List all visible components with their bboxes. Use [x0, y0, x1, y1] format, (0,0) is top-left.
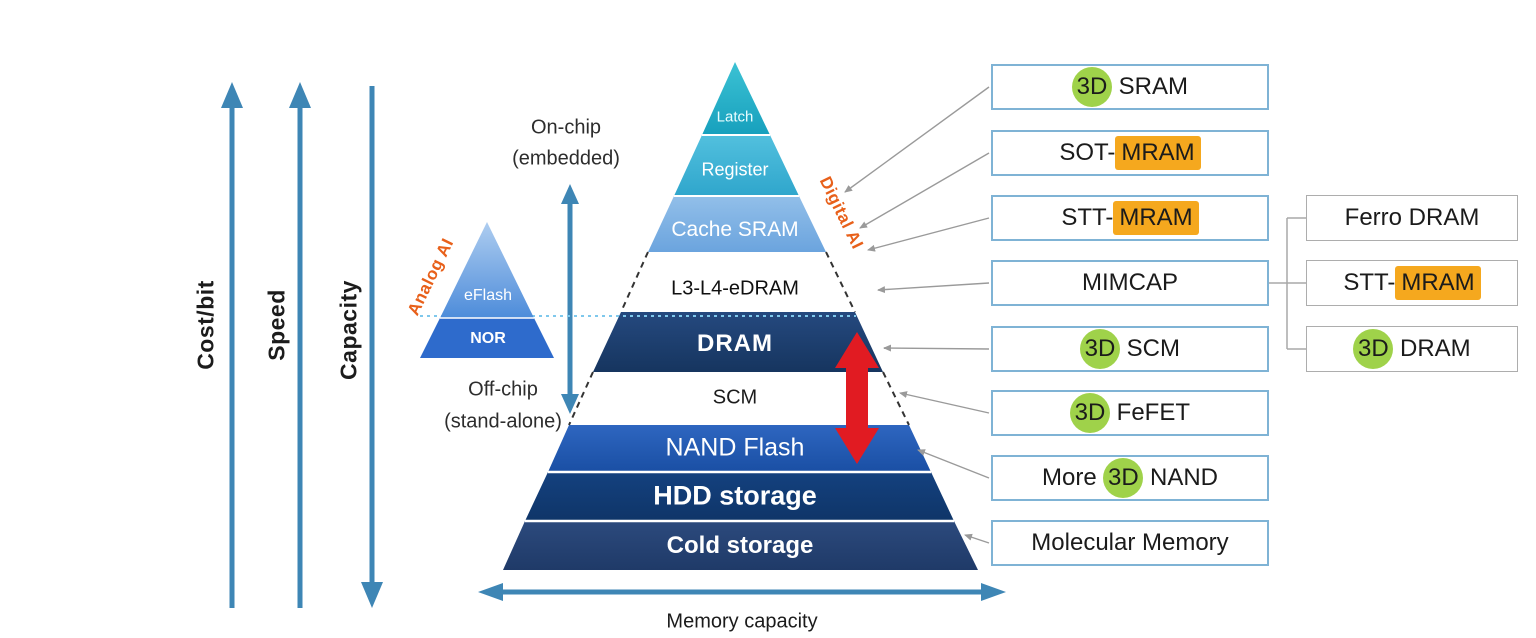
cost-axis-label: Cost/bit	[192, 280, 219, 370]
nor-layer	[420, 318, 554, 358]
callout-text: MIMCAP	[1082, 269, 1178, 296]
speed-axis-arrow	[289, 82, 311, 608]
callout-3d-scm: 3D SCM	[991, 326, 1269, 372]
callout-highlight: 3D	[1080, 329, 1120, 369]
callout-text: More	[1041, 464, 1104, 491]
callout-ferro-dram: Ferro DRAM	[1306, 195, 1518, 241]
callout-sot-mram: SOT- MRAM	[991, 130, 1269, 176]
edram-label: L3-L4-eDRAM	[671, 277, 799, 300]
memory-capacity-arrow	[478, 583, 1006, 601]
speed-axis-label: Speed	[263, 289, 290, 361]
callout-stt-mram-right: STT- MRAM	[1306, 260, 1518, 306]
callout-text: SCM	[1120, 335, 1180, 362]
pyramid-layer-hdd	[525, 472, 954, 521]
bracket-connector	[1269, 217, 1306, 350]
capacity-axis-arrow	[361, 86, 383, 608]
memory-capacity-label: Memory capacity	[666, 610, 818, 633]
callout-text: STT-	[1061, 204, 1114, 231]
cold-storage-label: Cold storage	[666, 532, 814, 559]
pyramid-layer-edram	[621, 252, 855, 312]
callout-stt-mram: STT- MRAM	[991, 195, 1269, 241]
pyramid-layer-dram	[593, 312, 883, 372]
off-chip-label: Off-chip	[468, 378, 538, 401]
cache-sram-label: Cache SRAM	[671, 218, 799, 241]
eflash-layer	[440, 222, 534, 318]
callout-3d-fefet: 3D FeFET	[991, 390, 1269, 436]
callout-3d-dram: 3D DRAM	[1306, 326, 1518, 372]
pyramid-layer-register	[674, 135, 799, 196]
pyramid-layer-cold	[503, 521, 978, 570]
pyramid-layer-nand	[548, 425, 931, 472]
callout-text: STT-	[1343, 269, 1396, 296]
callout-text: FeFET	[1109, 399, 1190, 426]
callout-text: Molecular Memory	[1031, 529, 1229, 556]
callout-more-3d-nand: More 3D NAND	[991, 455, 1269, 501]
callout-text: NAND	[1143, 464, 1219, 491]
callout-highlight: 3D	[1353, 329, 1394, 369]
onchip-offchip-arrow	[561, 184, 579, 414]
nand-flash-label: NAND Flash	[665, 433, 805, 462]
capacity-axis-label: Capacity	[335, 280, 362, 380]
latch-label: Latch	[716, 108, 754, 126]
hdd-storage-label: HDD storage	[653, 480, 817, 511]
nor-label: NOR	[470, 330, 506, 347]
callout-highlight: MRAM	[1115, 136, 1201, 170]
callout-highlight: MRAM	[1395, 266, 1481, 300]
pyramid-layer-scm	[569, 372, 909, 425]
off-chip-sub-label: (stand-alone)	[444, 410, 562, 433]
pyramid-layer-latch	[702, 62, 770, 135]
connector-lines	[844, 86, 990, 544]
register-label: Register	[701, 159, 769, 180]
eflash-label: eFlash	[463, 287, 513, 304]
cost-axis-arrow	[221, 82, 243, 608]
callout-highlight: 3D	[1069, 393, 1110, 433]
callout-molecular-memory: Molecular Memory	[991, 520, 1269, 566]
dashed-pyramid-edges	[568, 251, 910, 426]
callout-text: DRAM	[1393, 335, 1471, 362]
callout-highlight: 3D	[1103, 458, 1144, 498]
small-pyramid	[420, 222, 554, 358]
callout-text: SOT-	[1059, 139, 1116, 166]
callout-highlight: 3D	[1071, 67, 1112, 107]
dram-label: DRAM	[697, 330, 773, 357]
pyramid-layer-cache-sram	[648, 196, 826, 252]
callout-mimcap: MIMCAP	[991, 260, 1269, 306]
red-bidirectional-arrow	[835, 332, 879, 464]
callout-text: SRAM	[1111, 73, 1188, 100]
main-pyramid	[503, 62, 978, 570]
callout-text: Ferro DRAM	[1344, 204, 1480, 231]
scm-label: SCM	[712, 386, 758, 409]
callout-highlight: MRAM	[1113, 201, 1199, 235]
callout-3d-sram: 3D SRAM	[991, 64, 1269, 110]
on-chip-sub-label: (embedded)	[512, 147, 620, 170]
on-chip-label: On-chip	[530, 116, 602, 139]
